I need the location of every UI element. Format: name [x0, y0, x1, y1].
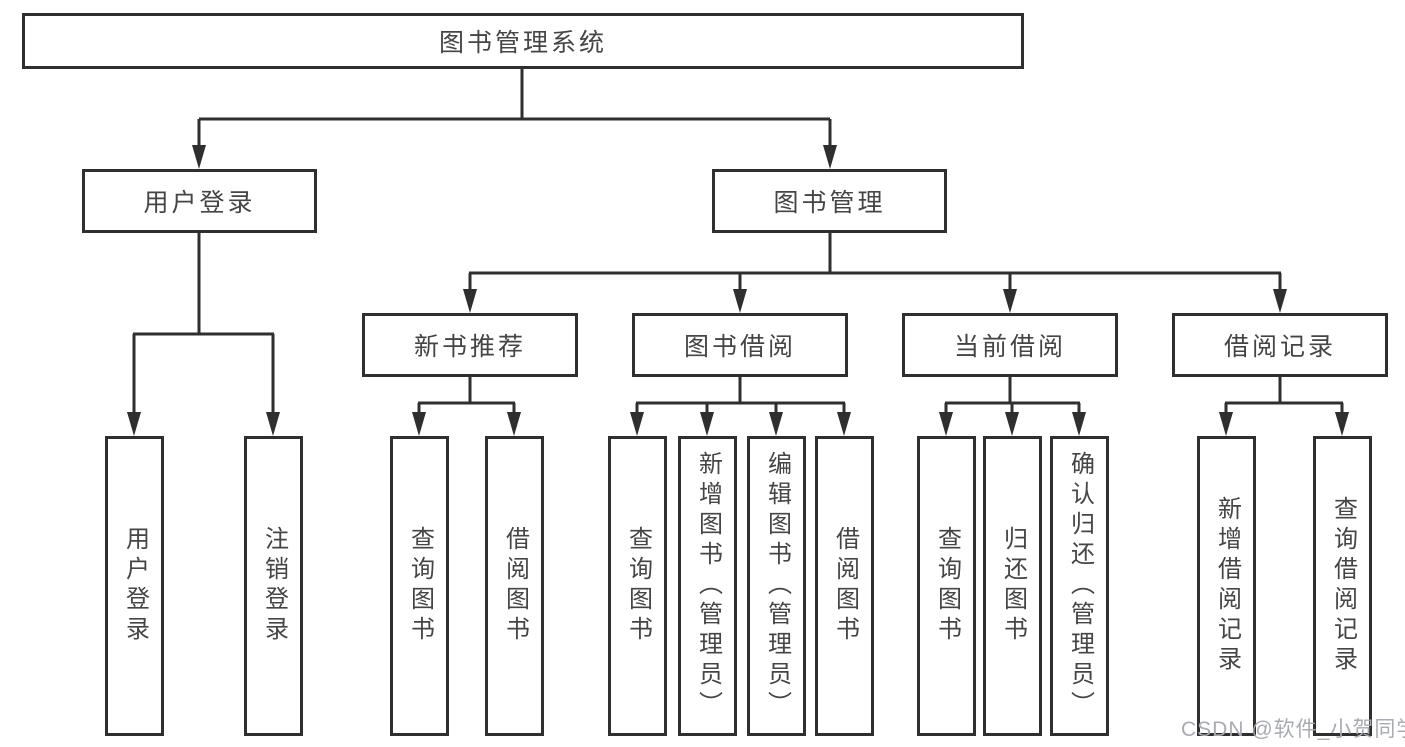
node-new-book-recommend: 新书推荐 [362, 313, 578, 377]
connector-book-borrow-to-leaves [630, 376, 851, 436]
leaf-confirm-return-admin-label: 确认归还（管理员） [1066, 451, 1094, 721]
node-book-management-label: 图书管理 [773, 189, 886, 217]
leaf-borrow-books-label: 借阅图书 [831, 526, 859, 646]
node-user-login: 用户登录 [82, 169, 317, 233]
watermark-text: CSDN @软件_小贺同学 [1181, 718, 1405, 741]
leaf-borrow-books-recommend-label: 借阅图书 [501, 526, 529, 646]
leaf-return-book: 归还图书 [983, 436, 1042, 736]
leaf-query-books-recommend-label: 查询图书 [406, 526, 434, 646]
leaf-edit-book-admin: 编辑图书（管理员） [747, 436, 806, 736]
connector-current-borrow-to-leaves [939, 376, 1086, 436]
leaf-add-book-admin: 新增图书（管理员） [678, 436, 737, 736]
leaf-user-login: 用户登录 [105, 436, 164, 736]
node-current-borrow-label: 当前借阅 [953, 333, 1066, 361]
leaf-edit-book-admin-label: 编辑图书（管理员） [763, 451, 791, 721]
node-root: 图书管理系统 [22, 13, 1024, 69]
leaf-logout: 注销登录 [244, 436, 303, 736]
leaf-query-borrow-record: 查询借阅记录 [1313, 436, 1372, 736]
leaf-query-borrow-record-label: 查询借阅记录 [1329, 496, 1357, 676]
leaf-user-login-label: 用户登录 [121, 526, 149, 646]
leaf-return-book-label: 归还图书 [999, 526, 1027, 646]
node-new-book-recommend-label: 新书推荐 [413, 333, 526, 361]
leaf-query-books-borrow-label: 查询图书 [624, 526, 652, 646]
leaf-query-books-current: 查询图书 [917, 436, 976, 736]
node-book-borrow: 图书借阅 [632, 313, 848, 377]
node-user-login-label: 用户登录 [143, 189, 256, 217]
connector-borrow-records-to-leaves [1219, 376, 1349, 436]
connector-root-to-level2 [192, 68, 837, 169]
node-book-management: 图书管理 [712, 169, 947, 233]
leaf-logout-label: 注销登录 [260, 526, 288, 646]
node-borrow-records-label: 借阅记录 [1223, 333, 1336, 361]
leaf-add-borrow-record: 新增借阅记录 [1197, 436, 1256, 736]
leaf-query-books-borrow: 查询图书 [608, 436, 667, 736]
connector-new-book-recommend-to-leaves [412, 376, 521, 436]
leaf-add-book-admin-label: 新增图书（管理员） [694, 451, 722, 721]
connector-book-management-to-level3 [463, 232, 1287, 313]
leaf-query-books-recommend: 查询图书 [390, 436, 449, 736]
node-book-borrow-label: 图书借阅 [683, 333, 796, 361]
leaf-confirm-return-admin: 确认归还（管理员） [1050, 436, 1109, 736]
node-current-borrow: 当前借阅 [902, 313, 1118, 377]
leaf-add-borrow-record-label: 新增借阅记录 [1213, 496, 1241, 676]
node-root-label: 图书管理系统 [438, 29, 607, 57]
leaf-borrow-books: 借阅图书 [815, 436, 874, 736]
leaf-borrow-books-recommend: 借阅图书 [485, 436, 544, 736]
connector-user-login-to-leaves [127, 232, 280, 436]
leaf-query-books-current-label: 查询图书 [933, 526, 961, 646]
node-borrow-records: 借阅记录 [1172, 313, 1388, 377]
